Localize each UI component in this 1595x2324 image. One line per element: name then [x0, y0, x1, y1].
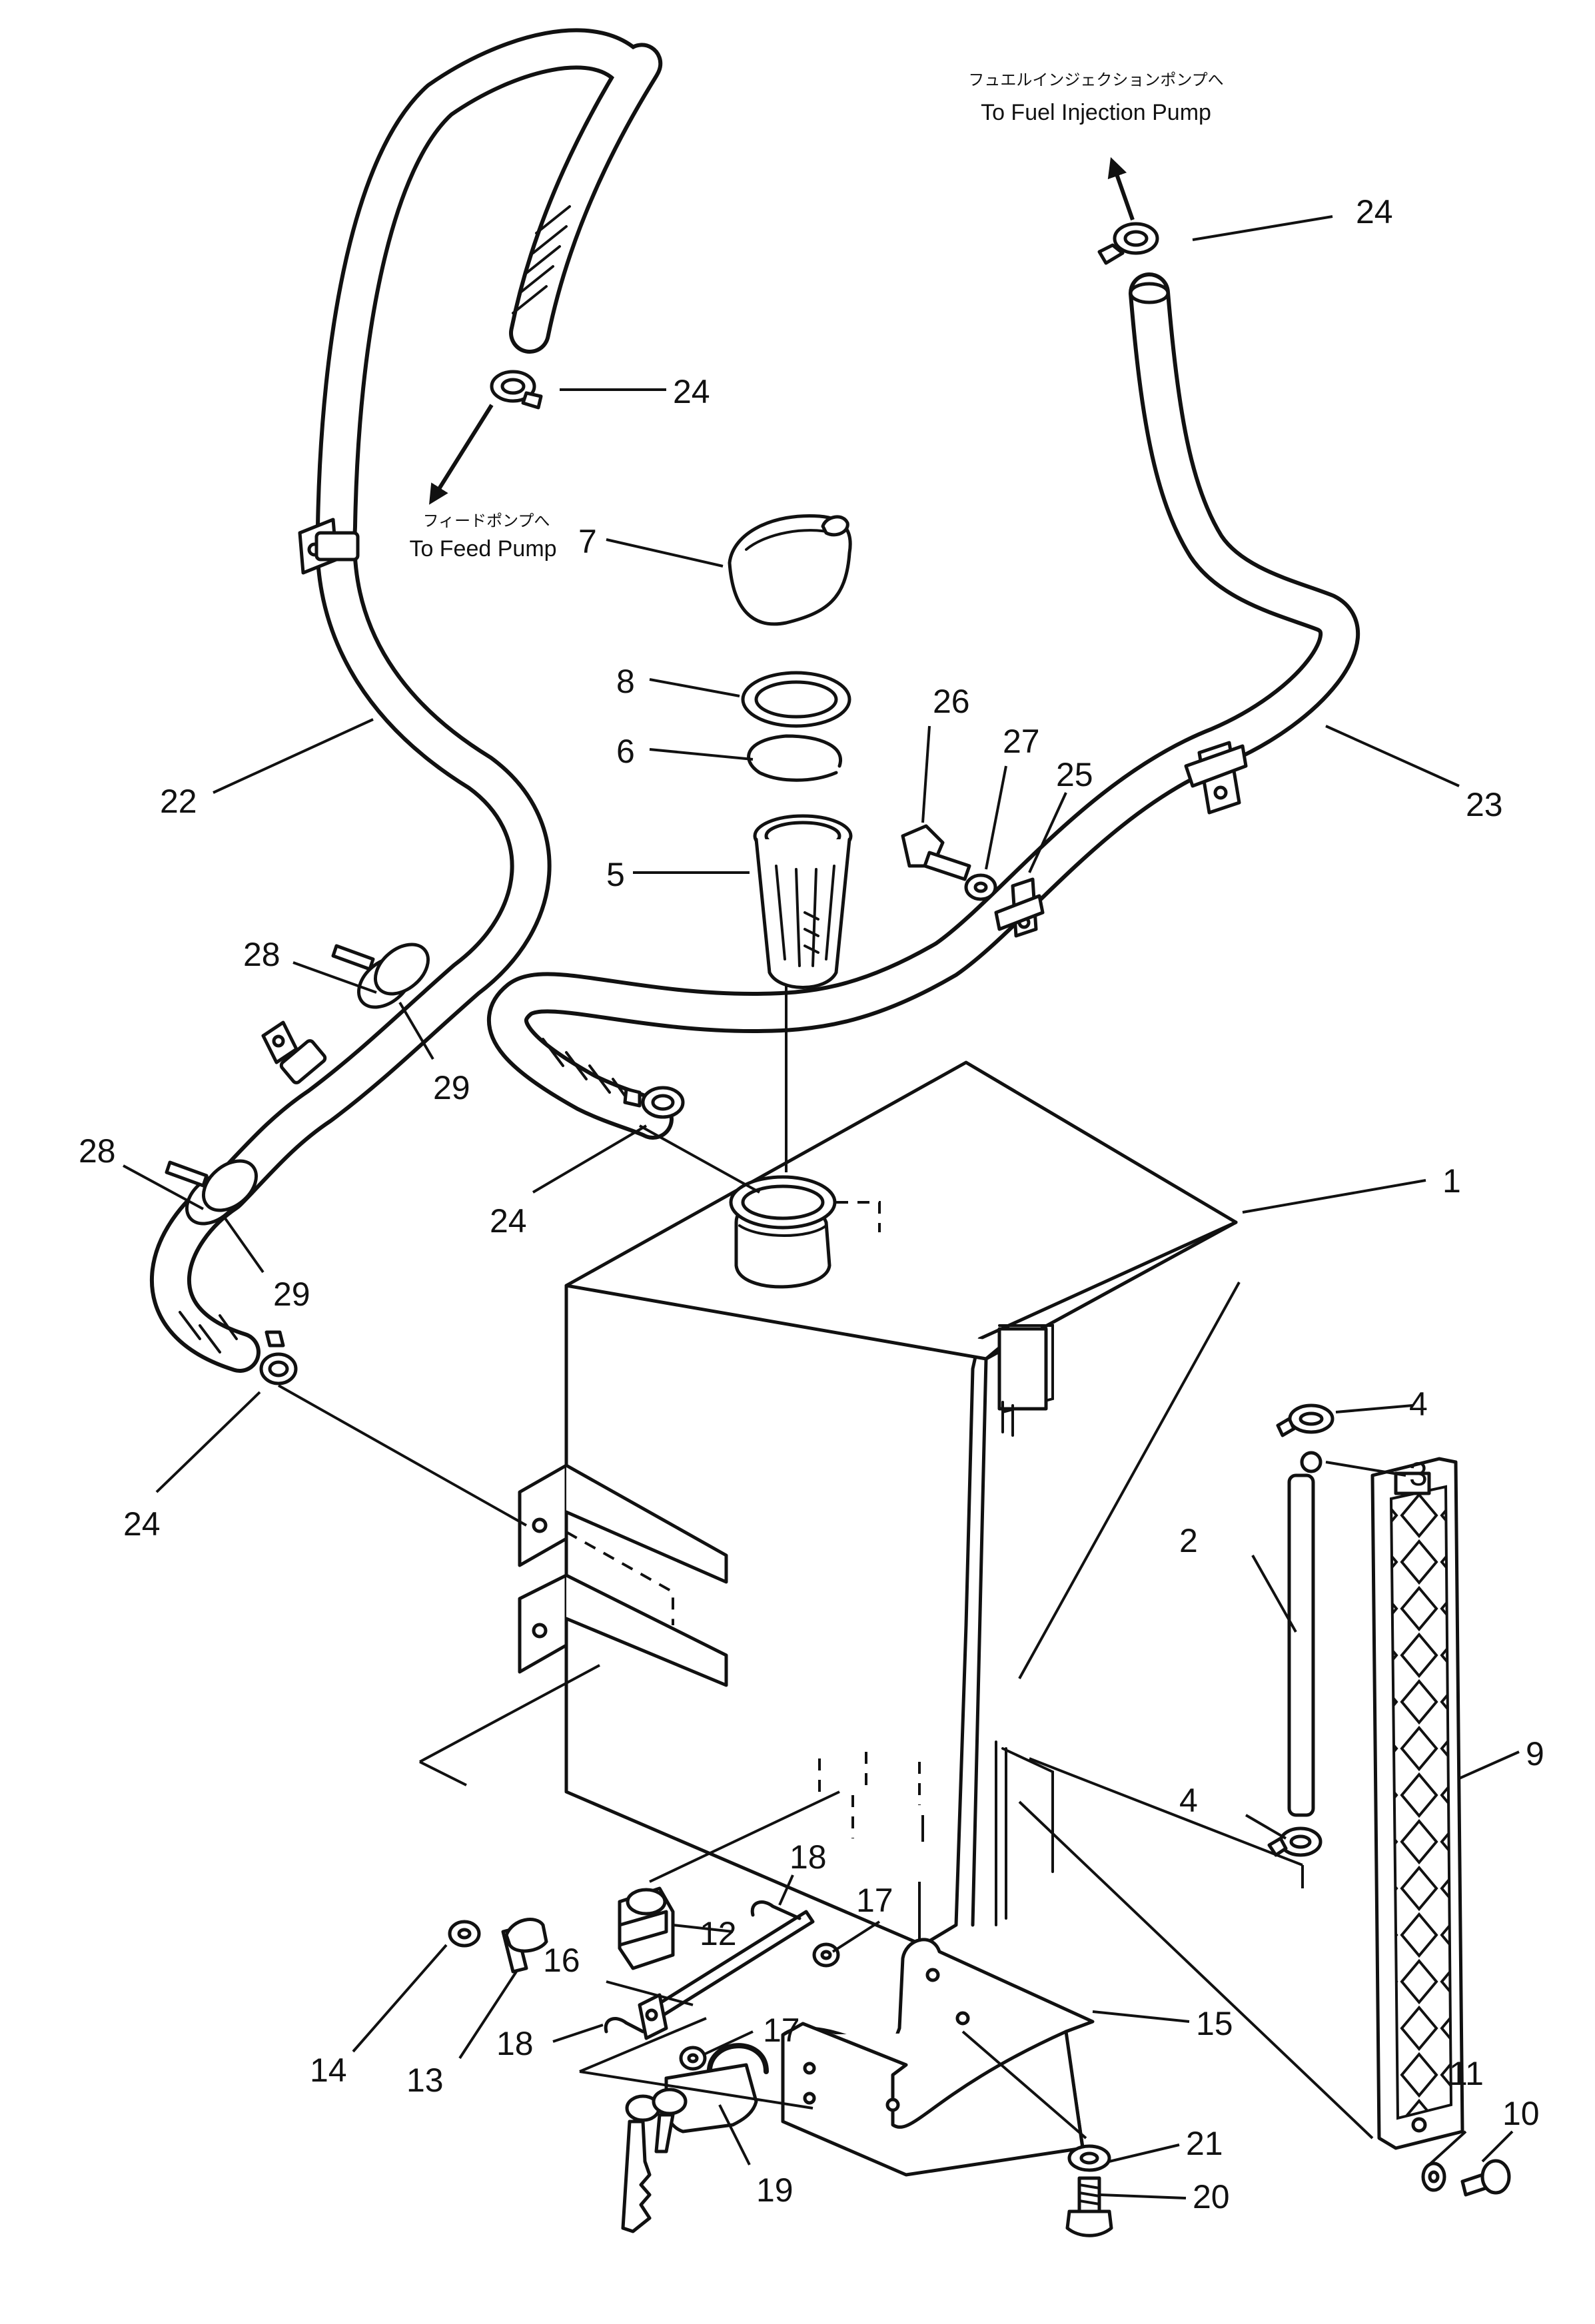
gauge-tube-2: [1287, 1473, 1315, 1817]
guard-plate-9: [1370, 1457, 1464, 2150]
callout-2: 2: [1179, 1522, 1198, 1559]
hose-22-end-hatching: [179, 205, 571, 1354]
callout-22: 22: [160, 783, 197, 820]
o-ring-3: [1300, 1451, 1323, 1473]
callout-25: 25: [1056, 756, 1093, 793]
clamp-24-lower-left: [259, 1330, 298, 1385]
fuel-tank-1: [518, 1060, 1238, 1947]
callout-11: 11: [1449, 2055, 1484, 2092]
callout-29-upper: 29: [433, 1069, 470, 1106]
callout-7: 7: [578, 523, 597, 560]
callout-1: 1: [1442, 1162, 1461, 1200]
hose-23: [487, 272, 1360, 1140]
callout-4-upper: 4: [1409, 1385, 1428, 1423]
bolt-26: [901, 824, 971, 881]
clamp-24-middle: [623, 1086, 685, 1119]
callout-12: 12: [700, 1915, 737, 1952]
callout-10: 10: [1502, 2095, 1540, 2132]
washer-21: [1067, 2144, 1111, 2172]
callout-17-lower: 17: [763, 2012, 800, 2049]
callout-leader-lines: [123, 215, 1520, 2199]
callout-28-lower: 28: [79, 1132, 116, 1170]
callout-17-upper: 17: [856, 1882, 893, 1919]
callout-14: 14: [310, 2052, 347, 2089]
callout-8: 8: [616, 663, 635, 700]
hose-joint-upper: [331, 943, 430, 1009]
feed-pump-label-en: To Feed Pump: [409, 536, 556, 562]
hose-23-end-hatching: [542, 1038, 631, 1104]
callout-24-lower-left: 24: [123, 1505, 161, 1543]
washer-27: [964, 873, 997, 901]
pin-16: [638, 1910, 815, 2040]
snap-ring-6: [747, 734, 842, 782]
washer-17-upper: [812, 1942, 840, 1968]
washer-14: [448, 1920, 481, 1948]
bottom-guard-15: [781, 1938, 1095, 2177]
callout-numbers: 1 2 3 4 4 5 6 7 8 9 10 11 12 13 14 15 16…: [79, 193, 1544, 2215]
lock-bracket-12: [618, 1886, 675, 1970]
hose-22: [149, 28, 663, 1373]
washer-11: [1421, 2161, 1446, 2192]
bolt-20: [1065, 2176, 1113, 2237]
bracket-25: [994, 877, 1045, 938]
callout-24-top-right: 24: [1356, 193, 1393, 230]
callout-6: 6: [616, 733, 635, 770]
callout-27: 27: [1003, 723, 1040, 760]
callout-20: 20: [1193, 2178, 1230, 2215]
callout-24-top-left: 24: [673, 373, 710, 410]
callout-18-lower: 18: [496, 2025, 534, 2062]
feed-pump-label-jp: フィードポンプへ: [423, 512, 550, 530]
leader-lines: [278, 986, 1426, 2139]
callout-16: 16: [543, 1942, 580, 1979]
callout-24-middle: 24: [490, 1202, 527, 1240]
callout-4-lower: 4: [1179, 1782, 1198, 1819]
hose-22-bracket-upper: [298, 518, 360, 575]
gasket-ring-8: [741, 671, 851, 728]
callout-15: 15: [1196, 2005, 1233, 2042]
clamp-4-upper: [1276, 1403, 1334, 1437]
cotter-pin-18-lower: [604, 2017, 645, 2034]
strainer-5: [753, 814, 853, 989]
callout-23: 23: [1466, 786, 1503, 823]
callout-9: 9: [1526, 1735, 1544, 1772]
bolt-10: [1460, 2159, 1511, 2197]
filler-cap-7: [728, 514, 852, 626]
injection-pump-label-en: To Fuel Injection Pump: [981, 100, 1211, 125]
padlock-19: [621, 2043, 769, 2233]
washer-17-lower: [679, 2046, 707, 2071]
callout-19: 19: [756, 2171, 794, 2209]
callout-3: 3: [1409, 1455, 1428, 1493]
destination-arrows: [429, 157, 1135, 505]
callout-18-upper: 18: [790, 1838, 827, 1876]
callout-26: 26: [933, 683, 970, 720]
callout-28-upper: 28: [243, 936, 280, 973]
callout-29-lower: 29: [273, 1276, 310, 1313]
hose-joint-lower: [165, 1159, 258, 1226]
clamp-24-top-right: [1097, 222, 1159, 265]
hose-23-bracket: [1184, 741, 1248, 815]
cotter-pin-18-upper: [750, 1900, 801, 1920]
callout-5: 5: [606, 856, 625, 893]
clamp-24-top-left: [490, 370, 543, 410]
callout-21: 21: [1186, 2125, 1223, 2162]
bolt-13: [501, 1918, 548, 1974]
injection-pump-label-jp: フュエルインジェクションポンプへ: [968, 71, 1223, 89]
callout-13: 13: [406, 2062, 444, 2099]
hose-22-bracket-lower: [261, 1020, 327, 1084]
